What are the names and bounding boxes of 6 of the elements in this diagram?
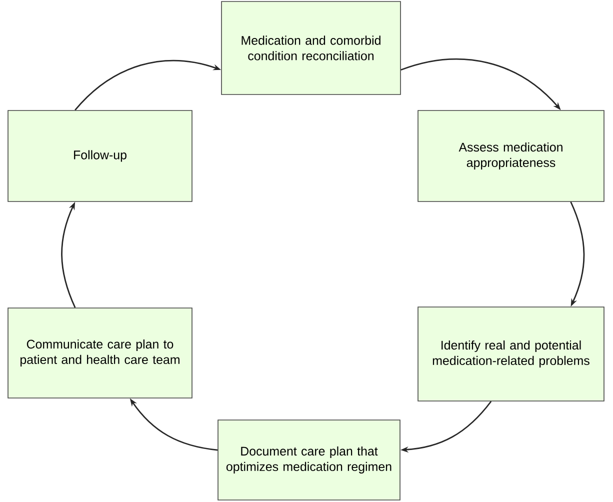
process-box: Identify real and potential medication-related problems xyxy=(418,306,604,402)
process-box: Document care plan that optimizes medication regimen xyxy=(218,420,400,500)
process-box: Follow-up xyxy=(8,110,192,202)
process-box: Medication and comorbid condition reconciliation xyxy=(221,1,401,95)
process-box: Communicate care plan to patient and health care team xyxy=(8,308,192,398)
process-box: Assess medication appropriateness xyxy=(418,110,604,202)
